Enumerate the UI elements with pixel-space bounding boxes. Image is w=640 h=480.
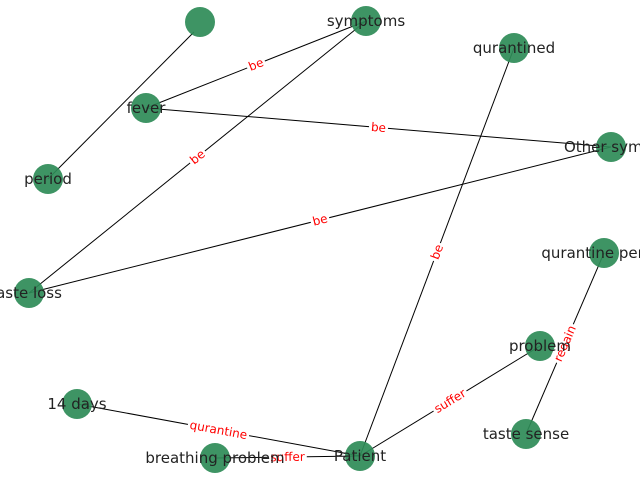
edge-label-background	[186, 416, 251, 444]
node-symptoms[interactable]	[351, 6, 381, 36]
edge-label: qurantine	[189, 418, 249, 442]
edge-top-period	[47, 31, 195, 180]
node-fever[interactable]	[131, 93, 161, 123]
node-label-fever: fever	[127, 99, 167, 117]
node-period[interactable]	[33, 164, 63, 194]
nodes-layer	[14, 6, 626, 473]
node-label-days: 14 days	[47, 395, 106, 413]
edge-label-background	[368, 118, 389, 137]
node-label-tastesense: taste sense	[483, 425, 569, 443]
edge-label: be	[428, 243, 446, 262]
node-label-symptoms: symptoms	[327, 12, 405, 30]
edge-label-group: be	[308, 209, 332, 231]
edge-label: be	[246, 55, 265, 74]
edge-label: suffer	[432, 386, 469, 416]
node-tasteloss[interactable]	[14, 278, 44, 308]
edge-label-background	[308, 209, 332, 231]
node-tastesense[interactable]	[511, 419, 541, 449]
node-qperiod[interactable]	[589, 238, 619, 268]
edge-label-group: be	[244, 53, 268, 76]
edge-label-background	[426, 240, 448, 264]
node-label-other: Other sympt	[564, 138, 640, 156]
node-label-patient: Patient	[334, 447, 386, 465]
node-label-problem: problem	[509, 337, 571, 355]
node-label-tasteloss: aste loss	[0, 284, 62, 302]
edge-label-background	[429, 384, 471, 418]
edge-label-background	[244, 53, 268, 76]
node-days[interactable]	[62, 389, 92, 419]
node-quarantined[interactable]	[499, 33, 529, 63]
node-label-period: period	[24, 170, 72, 188]
node-other[interactable]	[596, 132, 626, 162]
node-label-quarantined: qurantined	[473, 39, 555, 57]
node-breathing[interactable]	[200, 443, 230, 473]
node-problem[interactable]	[525, 331, 555, 361]
edge-label: suffer	[270, 450, 305, 464]
edge-label-background	[185, 144, 210, 170]
node-label-breathing: breathing problem	[145, 449, 284, 467]
edges-layer	[28, 20, 612, 459]
edge-label: be	[187, 147, 207, 167]
edge-label-background	[268, 448, 307, 466]
edge-label: be	[370, 120, 386, 135]
node-label-qperiod: qurantine period	[541, 244, 640, 262]
edge-label-group: qurantine	[186, 416, 251, 444]
edge-label-group: be	[185, 144, 210, 170]
edge-label-group: suffer	[268, 448, 307, 466]
node-top[interactable]	[185, 7, 215, 37]
edge-label-group: suffer	[429, 384, 471, 418]
node-patient[interactable]	[345, 441, 375, 471]
edge-label-group: be	[368, 118, 389, 137]
edge-label-background	[549, 321, 581, 366]
edge-label-group: be	[426, 240, 448, 264]
edge-label: be	[311, 211, 329, 228]
